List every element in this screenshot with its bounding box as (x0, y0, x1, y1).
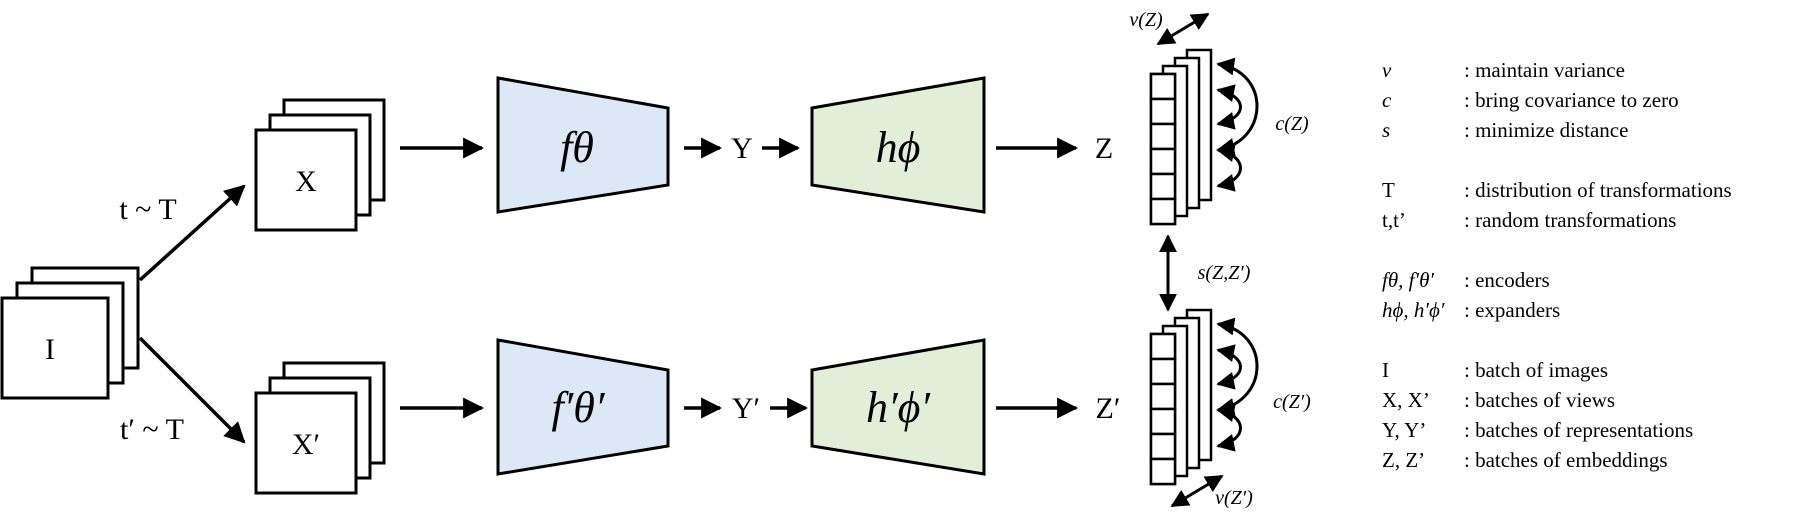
legend-row: X, X’ : batches of views (1382, 388, 1782, 418)
expander-bottom-label: h′ϕ′ (865, 383, 931, 432)
view-bottom-label: X′ (291, 428, 321, 461)
encoder-bottom-label: f′θ′ (551, 383, 605, 432)
legend-key: X, X’ (1382, 388, 1430, 412)
image-batch-label: I (45, 333, 55, 366)
transform-top-label: t ~ T (119, 193, 177, 226)
encoder-bottom-shape (496, 338, 670, 476)
encoder-top-shape (496, 76, 670, 214)
expander-top-shape (810, 76, 986, 214)
repr-top-label: Y (731, 132, 753, 165)
legend-key: t,t’ (1382, 208, 1406, 232)
view-stack-top (254, 98, 386, 232)
covariance-bottom-label: c(Z′) (1273, 391, 1311, 413)
legend-key: fθ, f′θ′ (1382, 268, 1434, 292)
image-batch-stack (0, 266, 140, 400)
covariance-arcs-bottom (1216, 317, 1259, 452)
legend-desc: : batches of representations (1464, 418, 1694, 442)
similarity-label: s(Z,Z′) (1197, 262, 1251, 284)
embedding-stack-bottom (1149, 308, 1213, 486)
view-top-label: X (295, 165, 317, 198)
legend-row: t,t’ : random transformations (1382, 208, 1782, 238)
variance-arrow-bottom (1170, 474, 1224, 508)
legend-key: Y, Y’ (1382, 418, 1427, 442)
legend-key: c (1382, 88, 1392, 112)
legend-row: T : distribution of transformations (1382, 178, 1782, 208)
legend-row: fθ, f′θ′ : encoders (1382, 268, 1782, 298)
legend-key: Z, Z’ (1382, 448, 1426, 472)
legend-desc: : maintain variance (1464, 58, 1625, 82)
legend-desc: : bring covariance to zero (1464, 88, 1679, 112)
legend-key: s (1382, 118, 1391, 142)
legend-desc: : batches of views (1464, 388, 1616, 412)
legend-desc: : random transformations (1464, 208, 1677, 232)
legend-desc: : minimize distance (1464, 118, 1629, 142)
embedding-stack-top (1149, 48, 1213, 226)
legend-row: Z, Z’ : batches of embeddings (1382, 448, 1782, 478)
legend-row: Y, Y’ : batches of representations (1382, 418, 1782, 448)
variance-arrow-top (1156, 12, 1210, 46)
legend-row: hϕ, h′ϕ′ : expanders (1382, 298, 1782, 328)
emb-top-label: Z (1094, 132, 1114, 165)
covariance-top-label: c(Z) (1275, 113, 1309, 135)
legend-desc: : batches of embeddings (1464, 448, 1668, 472)
encoder-top-label: fθ (560, 123, 594, 172)
covariance-arcs-top (1216, 57, 1259, 192)
legend-key: hϕ, h′ϕ′ (1382, 298, 1445, 322)
arrow-transform-bottom (138, 336, 246, 444)
legend: v : maintain variance c : bring covariance… (1382, 58, 1782, 478)
legend-desc: : distribution of transformations (1464, 178, 1732, 202)
arrow-transform-top (138, 184, 246, 282)
legend-row: s : minimize distance (1382, 118, 1782, 148)
legend-key: I (1382, 358, 1389, 382)
variance-top-label: v(Z) (1129, 9, 1163, 31)
legend-row: v : maintain variance (1382, 58, 1782, 88)
expander-top-label: hϕ (875, 123, 921, 172)
legend-desc: : batch of images (1464, 358, 1609, 382)
legend-desc: : encoders (1464, 268, 1550, 292)
legend-row: I : batch of images (1382, 358, 1782, 388)
view-stack-bottom (254, 361, 386, 495)
legend-key: T (1382, 178, 1395, 202)
expander-bottom-shape (810, 338, 986, 476)
emb-bottom-label: Z′ (1095, 392, 1121, 425)
legend-key: v (1382, 58, 1392, 82)
legend-desc: : expanders (1464, 298, 1561, 322)
variance-bottom-label: v(Z′) (1215, 487, 1253, 509)
transform-bottom-label: t′ ~ T (120, 413, 184, 446)
repr-bottom-label: Y′ (731, 392, 761, 425)
legend-row: c : bring covariance to zero (1382, 88, 1782, 118)
